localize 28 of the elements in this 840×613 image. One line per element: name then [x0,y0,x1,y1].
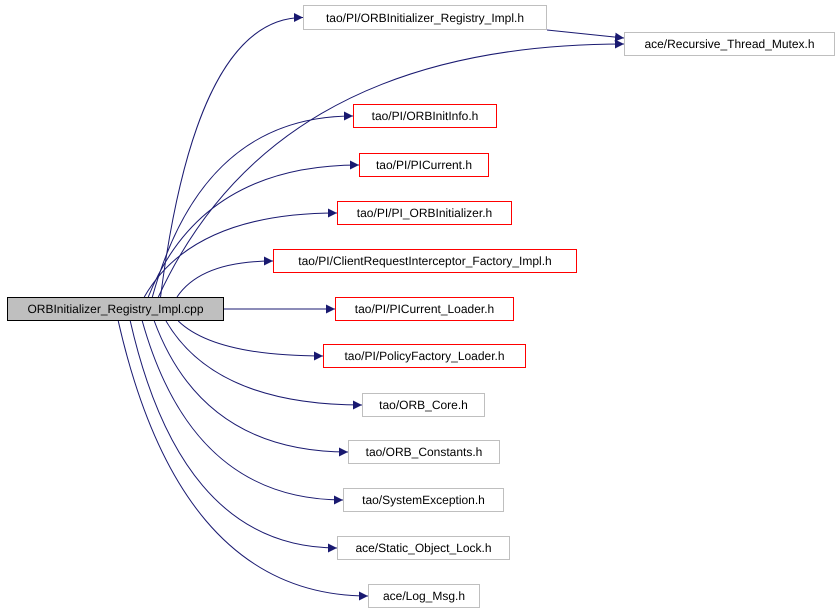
arrow [118,320,368,600]
file-box: tao/PI/ClientRequestInterceptor_Factory_Impl.h [273,249,577,273]
arrow [152,112,354,298]
file-box: tao/PI/ORBInitInfo.h [353,104,497,128]
arrow [130,320,338,552]
file-box: ace/Recursive_Thread_Mutex.h [624,32,835,56]
arrow [546,30,624,42]
file-box: tao/ORB_Core.h [362,393,485,417]
file-box: tao/ORB_Constants.h [348,440,500,464]
file-box: tao/PI/PICurrent.h [359,153,489,177]
file-box: ORBInitializer_Registry_Impl.cpp [7,297,224,321]
arrow [144,208,338,298]
arrow [178,320,324,360]
arrow [224,304,336,314]
arrow [166,320,362,410]
file-box: tao/PI/ORBInitializer_Registry_Impl.h [303,5,547,30]
file-box: ace/Static_Object_Lock.h [337,536,510,560]
arrow [176,256,274,298]
file-box: tao/PI/PI_ORBInitializer.h [337,201,512,225]
file-box: tao/PI/PolicyFactory_Loader.h [323,344,526,368]
arrow [148,160,360,298]
arrow [154,320,348,456]
arrow [160,14,304,298]
file-box: tao/PI/PICurrent_Loader.h [335,297,514,321]
arrow [142,320,344,504]
file-box: tao/SystemException.h [343,488,504,512]
arrow [158,40,624,298]
file-box: ace/Log_Msg.h [368,584,480,608]
